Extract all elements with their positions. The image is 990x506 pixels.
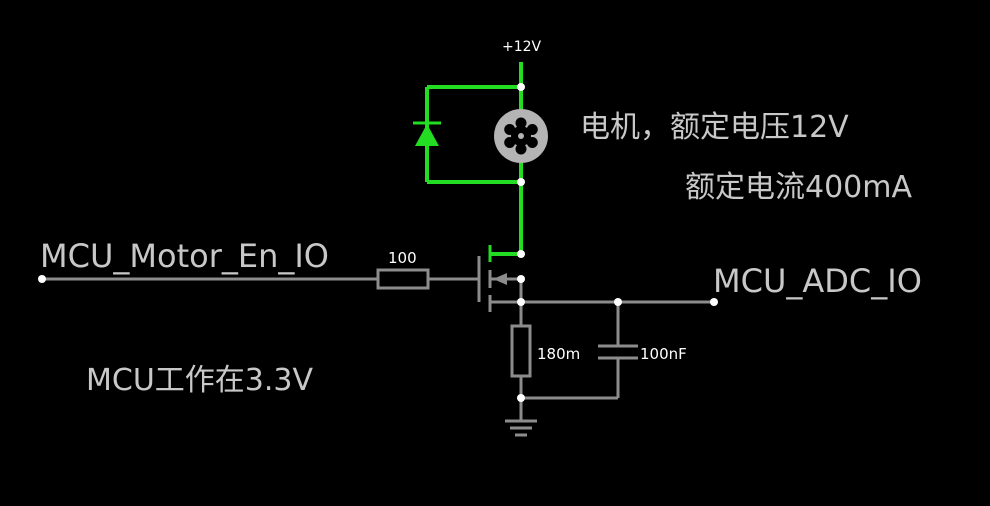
flyback-diode-symbol <box>413 121 441 146</box>
supply-label: +12V <box>502 39 542 55</box>
adc-net-label: MCU_ADC_IO <box>713 262 922 300</box>
junction-dots <box>38 83 718 402</box>
motor-symbol <box>494 109 548 163</box>
motor-description-line2: 额定电流400mA <box>685 170 912 205</box>
filter-capacitor-symbol <box>598 344 638 360</box>
gate-resistor-label: 100 <box>388 249 417 267</box>
motor-description-line1: 电机，额定电压12V <box>580 110 849 145</box>
input-net-label: MCU_Motor_En_IO <box>40 237 329 275</box>
sense-resistor-label: 180m <box>537 345 580 363</box>
ground-symbol <box>505 419 537 437</box>
filter-capacitor-label: 100nF <box>640 345 687 363</box>
signal-wires <box>42 277 714 420</box>
gate-resistor-symbol <box>376 268 430 290</box>
sense-resistor-symbol <box>510 324 532 378</box>
mcu-voltage-note: MCU工作在3.3V <box>86 363 313 398</box>
nmos-symbol <box>477 245 507 312</box>
